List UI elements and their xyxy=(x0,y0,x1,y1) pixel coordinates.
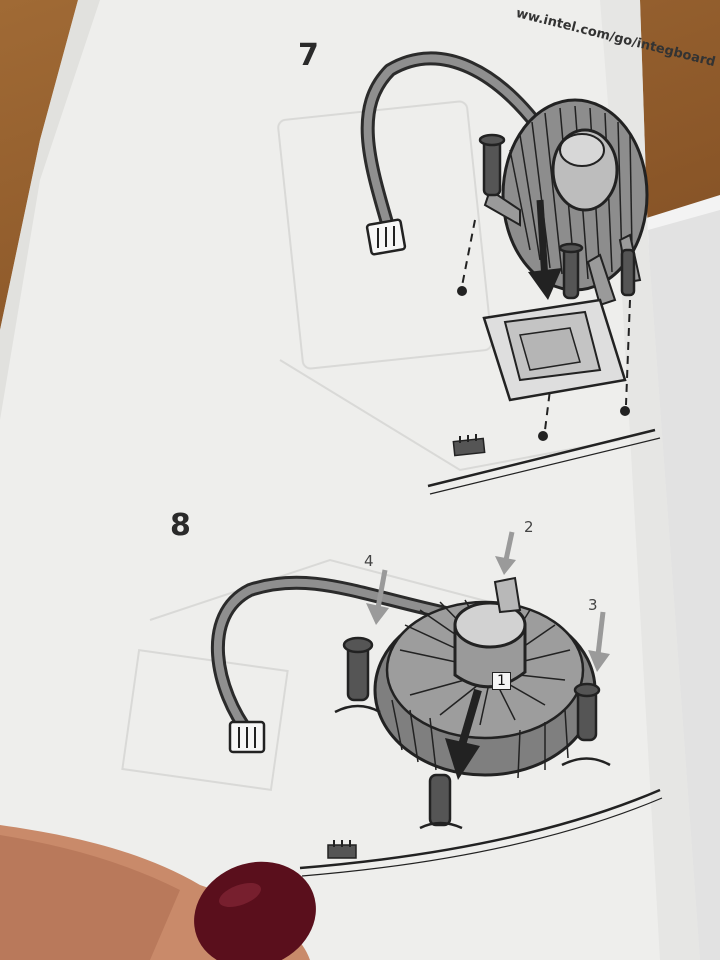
arrow-down-icon xyxy=(366,531,610,672)
step-8-number: 8 xyxy=(170,508,191,543)
fan-connector-icon xyxy=(365,218,407,256)
fan-header-icon xyxy=(327,840,357,859)
callout-1: 1 xyxy=(492,672,511,690)
arrow-down-icon xyxy=(445,688,482,780)
step-7-number: 7 xyxy=(298,38,319,73)
callout-3: 3 xyxy=(588,596,598,614)
arrow-down-icon xyxy=(528,199,562,300)
fingernail xyxy=(194,861,316,960)
cpu-socket-icon xyxy=(482,298,627,402)
cpu-cooler-icon xyxy=(373,576,597,779)
fan-connector-icon xyxy=(228,720,266,754)
callout-4: 4 xyxy=(364,552,374,570)
callout-2: 2 xyxy=(524,518,534,536)
fan-header-icon xyxy=(452,434,486,457)
